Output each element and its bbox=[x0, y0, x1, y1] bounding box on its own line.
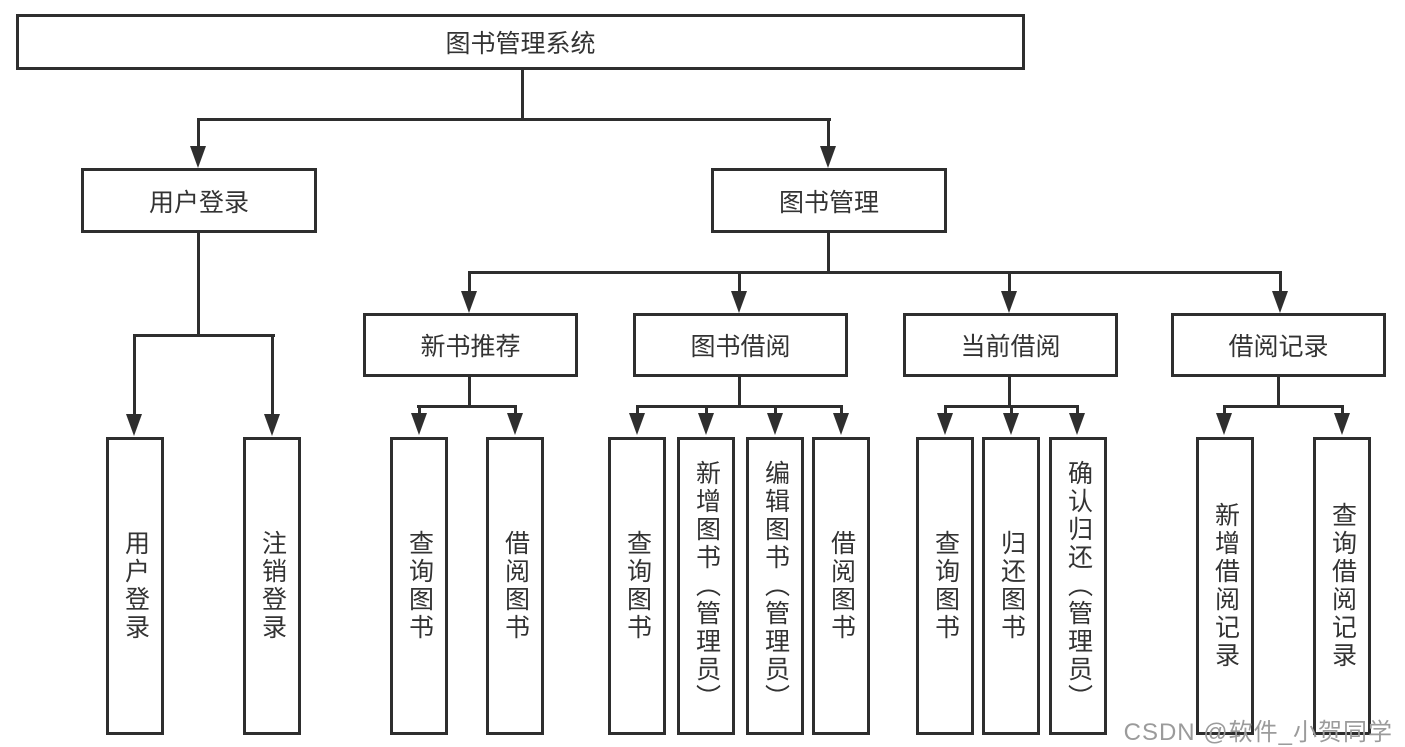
arrowhead-icon bbox=[698, 413, 714, 435]
leaf-borrow-books-borrow: 借阅图书 bbox=[812, 437, 870, 735]
arrowhead-icon bbox=[461, 291, 477, 313]
arrowhead-icon bbox=[937, 413, 953, 435]
leaf-query-books-rec: 查询图书 bbox=[390, 437, 448, 735]
connector-stem bbox=[705, 405, 708, 416]
leaf-add-books-admin: 新增图书（管理员） bbox=[677, 437, 735, 735]
leaf-query-books-borrow: 查询图书 bbox=[608, 437, 666, 735]
leaf-return-books: 归还图书 bbox=[982, 437, 1040, 735]
arrowhead-icon bbox=[833, 413, 849, 435]
connector-stem bbox=[636, 405, 639, 416]
connector-stem bbox=[827, 118, 830, 148]
arrowhead-icon bbox=[629, 413, 645, 435]
connector-stem bbox=[1008, 271, 1011, 293]
connector-stem bbox=[468, 271, 471, 293]
arrowhead-icon bbox=[1069, 413, 1085, 435]
leaf-borrow-books-rec: 借阅图书 bbox=[486, 437, 544, 735]
connector-bookmgmt-rail bbox=[468, 271, 1282, 274]
arrowhead-icon bbox=[1216, 413, 1232, 435]
node-user-login-branch: 用户登录 bbox=[81, 168, 317, 233]
connector-bookborrow-rail bbox=[636, 405, 843, 408]
csdn-watermark: CSDN @软件_小贺同学 bbox=[1123, 719, 1393, 746]
arrowhead-icon bbox=[1334, 413, 1350, 435]
leaf-query-borrow-record: 查询借阅记录 bbox=[1313, 437, 1371, 735]
connector-newbookrec-drop bbox=[468, 377, 471, 408]
connector-stem bbox=[840, 405, 843, 416]
leaf-add-borrow-record: 新增借阅记录 bbox=[1196, 437, 1254, 735]
node-new-book-rec: 新书推荐 bbox=[363, 313, 578, 377]
arrowhead-icon bbox=[190, 146, 206, 168]
node-borrowing-records: 借阅记录 bbox=[1171, 313, 1386, 377]
arrowhead-icon bbox=[126, 414, 142, 436]
connector-stem bbox=[1341, 405, 1344, 416]
connector-stem bbox=[514, 405, 517, 416]
arrowhead-icon bbox=[820, 146, 836, 168]
arrowhead-icon bbox=[411, 413, 427, 435]
connector-root-rail bbox=[197, 118, 831, 121]
leaf-logout: 注销登录 bbox=[243, 437, 301, 735]
connector-bookborrow-drop bbox=[738, 377, 741, 408]
node-book-mgmt-branch: 图书管理 bbox=[711, 168, 947, 233]
leaf-user-login: 用户登录 bbox=[106, 437, 164, 735]
connector-stem bbox=[944, 405, 947, 416]
connector-stem bbox=[738, 271, 741, 293]
leaf-query-books-current: 查询图书 bbox=[916, 437, 974, 735]
node-root: 图书管理系统 bbox=[16, 14, 1025, 70]
connector-userlogin-drop bbox=[197, 233, 200, 337]
connector-stem bbox=[1223, 405, 1226, 416]
arrowhead-icon bbox=[1001, 291, 1017, 313]
connector-stem bbox=[271, 334, 274, 416]
connector-currentborrow-drop bbox=[1008, 377, 1011, 408]
connector-stem bbox=[197, 118, 200, 148]
leaf-confirm-return: 确认归还（管理员） bbox=[1049, 437, 1107, 735]
arrowhead-icon bbox=[1003, 413, 1019, 435]
connector-stem bbox=[418, 405, 421, 416]
connector-stem bbox=[774, 405, 777, 416]
connector-borrowrecords-rail bbox=[1223, 405, 1344, 408]
connector-stem bbox=[1279, 271, 1282, 293]
connector-stem bbox=[133, 334, 136, 416]
connector-stem bbox=[1076, 405, 1079, 416]
arrowhead-icon bbox=[767, 413, 783, 435]
node-book-borrowing: 图书借阅 bbox=[633, 313, 848, 377]
arrowhead-icon bbox=[1272, 291, 1288, 313]
leaf-edit-books-admin: 编辑图书（管理员） bbox=[746, 437, 804, 735]
node-current-borrowing: 当前借阅 bbox=[903, 313, 1118, 377]
connector-borrowrecords-drop bbox=[1277, 377, 1280, 408]
arrowhead-icon bbox=[731, 291, 747, 313]
connector-userlogin-rail bbox=[133, 334, 275, 337]
arrowhead-icon bbox=[264, 414, 280, 436]
connector-newbookrec-rail bbox=[417, 405, 517, 408]
connector-stem bbox=[1010, 405, 1013, 416]
connector-bookmgmt-drop bbox=[827, 233, 830, 274]
arrowhead-icon bbox=[507, 413, 523, 435]
connector-root-drop bbox=[521, 69, 524, 121]
